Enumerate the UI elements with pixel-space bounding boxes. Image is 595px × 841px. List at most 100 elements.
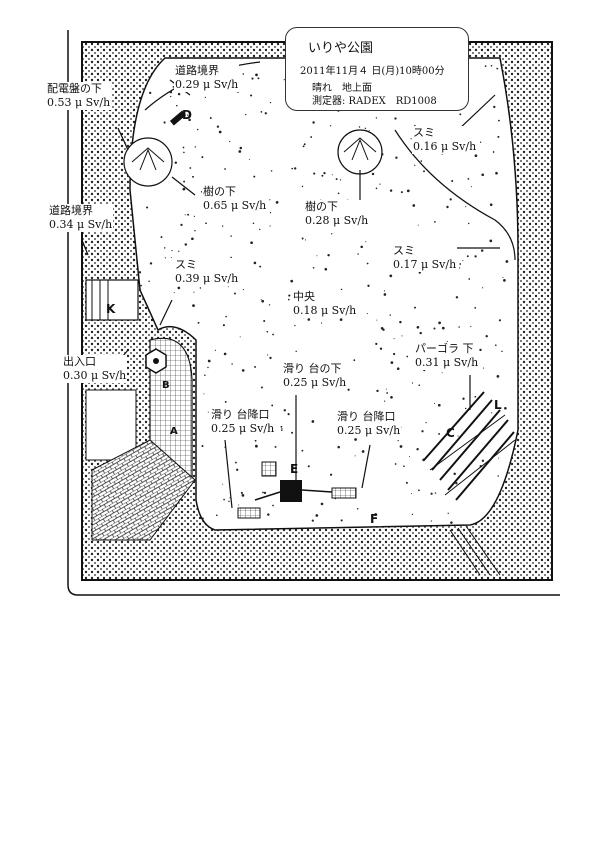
ground-speckle	[234, 292, 236, 295]
ground-speckle	[479, 141, 482, 143]
ground-speckle	[313, 172, 316, 175]
ground-speckle	[367, 284, 370, 287]
ground-speckle	[177, 92, 181, 96]
ground-speckle	[170, 95, 172, 98]
ground-speckle	[389, 314, 392, 316]
ground-speckle	[201, 156, 204, 159]
ground-speckle	[430, 520, 432, 522]
ground-speckle	[291, 167, 294, 170]
ground-speckle	[149, 262, 153, 265]
ground-speckle	[357, 253, 359, 255]
ground-speckle	[375, 342, 378, 345]
ground-speckle	[492, 151, 495, 153]
ground-speckle	[177, 286, 181, 290]
ground-speckle	[239, 336, 241, 338]
ground-speckle	[412, 204, 416, 207]
ground-speckle	[399, 320, 402, 324]
ground-speckle	[455, 296, 459, 299]
ground-speckle	[290, 279, 294, 283]
ground-speckle	[204, 374, 206, 376]
ground-speckle	[216, 125, 220, 128]
ground-speckle	[416, 448, 419, 451]
ground-speckle	[396, 367, 400, 370]
ground-speckle	[203, 393, 205, 395]
ground-speckle	[498, 119, 500, 122]
ground-speckle	[320, 502, 324, 506]
ground-speckle	[424, 370, 426, 372]
ground-speckle	[383, 290, 386, 292]
ground-speckle	[470, 325, 472, 328]
measure-date: 2011年11月４ 日(月)10時00分	[300, 66, 445, 77]
ground-speckle	[330, 473, 333, 476]
ground-speckle	[395, 156, 398, 159]
ground-speckle	[375, 187, 378, 190]
ground-speckle	[399, 445, 403, 448]
ground-speckle	[449, 198, 452, 201]
ground-speckle	[365, 241, 367, 243]
ground-speckle	[268, 304, 271, 306]
ground-speckle	[392, 352, 396, 356]
ground-speckle	[459, 263, 462, 265]
ground-speckle	[441, 326, 445, 330]
ground-speckle	[411, 513, 414, 516]
ground-speckle	[261, 299, 265, 303]
ground-speckle	[386, 392, 389, 394]
ground-speckle	[192, 175, 194, 178]
ground-speckle	[394, 463, 397, 465]
ground-speckle	[224, 168, 226, 170]
ground-speckle	[230, 235, 232, 237]
ground-speckle	[251, 77, 254, 80]
ground-speckle	[163, 247, 166, 249]
ground-speckle	[433, 402, 436, 404]
ground-speckle	[446, 340, 448, 342]
ground-speckle	[467, 177, 470, 180]
ground-speckle	[481, 459, 485, 462]
ground-speckle	[275, 201, 279, 204]
ground-speckle	[503, 279, 506, 282]
ground-speckle	[339, 179, 342, 181]
ground-speckle	[307, 465, 310, 468]
ground-speckle	[380, 326, 384, 330]
ground-speckle	[311, 420, 315, 423]
ground-speckle	[462, 397, 465, 400]
ground-speckle	[269, 211, 272, 214]
ground-speckle	[267, 513, 270, 516]
ground-speckle	[327, 253, 330, 257]
ground-speckle	[178, 250, 180, 252]
ground-speckle	[252, 222, 255, 225]
ground-speckle	[207, 411, 209, 413]
ground-speckle	[504, 71, 507, 74]
ground-speckle	[240, 491, 243, 494]
ground-speckle	[138, 271, 142, 274]
ground-speckle	[489, 203, 493, 206]
marker-l: L	[494, 398, 502, 412]
ground-speckle	[274, 445, 277, 448]
ground-speckle	[202, 517, 204, 520]
ground-speckle	[411, 382, 414, 384]
ground-speckle	[182, 187, 186, 191]
ground-speckle	[242, 289, 244, 291]
ground-speckle	[438, 321, 441, 325]
ground-speckle	[301, 237, 304, 240]
ground-speckle	[418, 384, 421, 387]
ground-speckle	[171, 250, 173, 252]
ground-speckle	[248, 158, 250, 161]
ground-speckle	[329, 125, 332, 127]
ground-speckle	[242, 73, 245, 75]
ground-speckle	[354, 455, 356, 457]
ground-speckle	[489, 239, 493, 243]
ground-speckle	[479, 348, 482, 352]
ground-speckle	[163, 121, 166, 124]
ground-speckle	[269, 101, 272, 104]
ground-speckle	[267, 354, 269, 356]
ground-speckle	[288, 298, 290, 301]
ground-speckle	[241, 369, 245, 372]
ground-speckle	[347, 388, 350, 391]
ground-speckle	[403, 465, 405, 468]
marker-b: B	[162, 380, 170, 391]
ground-speckle	[505, 260, 509, 263]
ground-speckle	[229, 140, 231, 143]
